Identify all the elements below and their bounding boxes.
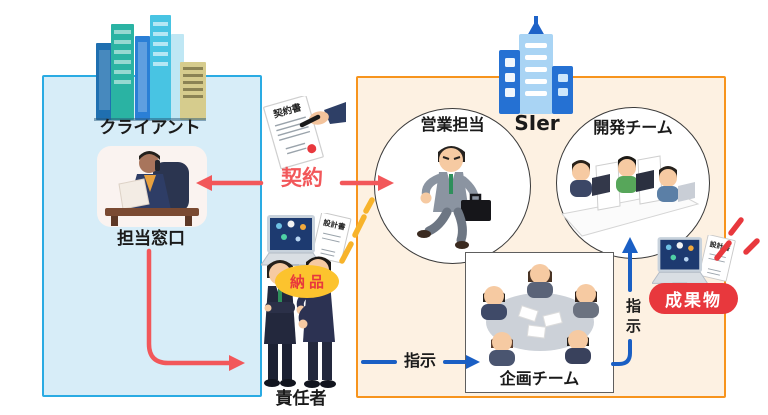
deliverable-badge-label: 成果物 [665, 291, 722, 311]
emphasis-lines-yellow-icon [339, 197, 375, 264]
deliverable-badge: 成果物 [649, 283, 738, 314]
contract-arrow-label: 契約 [281, 166, 323, 190]
sier-label: SIer [514, 111, 560, 135]
salesman-running-icon [417, 146, 491, 249]
dev-team-working-icon [561, 155, 700, 237]
sales-label: 営業担当 [420, 115, 485, 134]
sier-building-icon [499, 16, 573, 114]
client-label: クライアント [99, 118, 201, 138]
instruction-to-plan-label: 指示 [403, 351, 436, 370]
client-city-skyline-icon [94, 15, 206, 121]
sales-circle [374, 108, 531, 264]
delivery-badge-label: 納品 [289, 273, 328, 291]
managers-talking-icon [264, 256, 336, 388]
contact-person-image [97, 146, 207, 227]
contact-window-label: 担当窓口 [117, 229, 185, 249]
instruction-to-dev-label: 指示 [624, 298, 642, 338]
manager-label: 責任者 [275, 389, 327, 409]
contract-document-icon: 契約書 [263, 96, 346, 170]
person-on-phone-icon [105, 151, 199, 226]
plan-team-meeting-icon [481, 264, 599, 366]
emphasis-lines-red-icon [714, 217, 760, 261]
delivery-badge: 納品 [275, 265, 339, 298]
plan-team-label: 企画チーム [499, 369, 580, 388]
dev-team-label: 開発チーム [593, 118, 673, 137]
